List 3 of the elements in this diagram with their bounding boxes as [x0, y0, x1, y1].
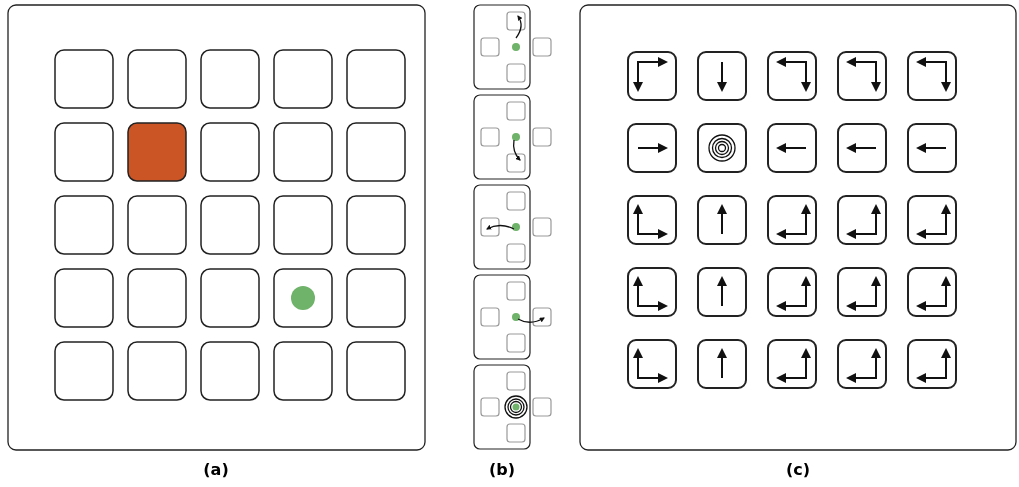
panel-label: (b) — [488, 460, 516, 479]
panel-label: (c) — [785, 460, 811, 479]
panel-label: (a) — [203, 460, 229, 479]
